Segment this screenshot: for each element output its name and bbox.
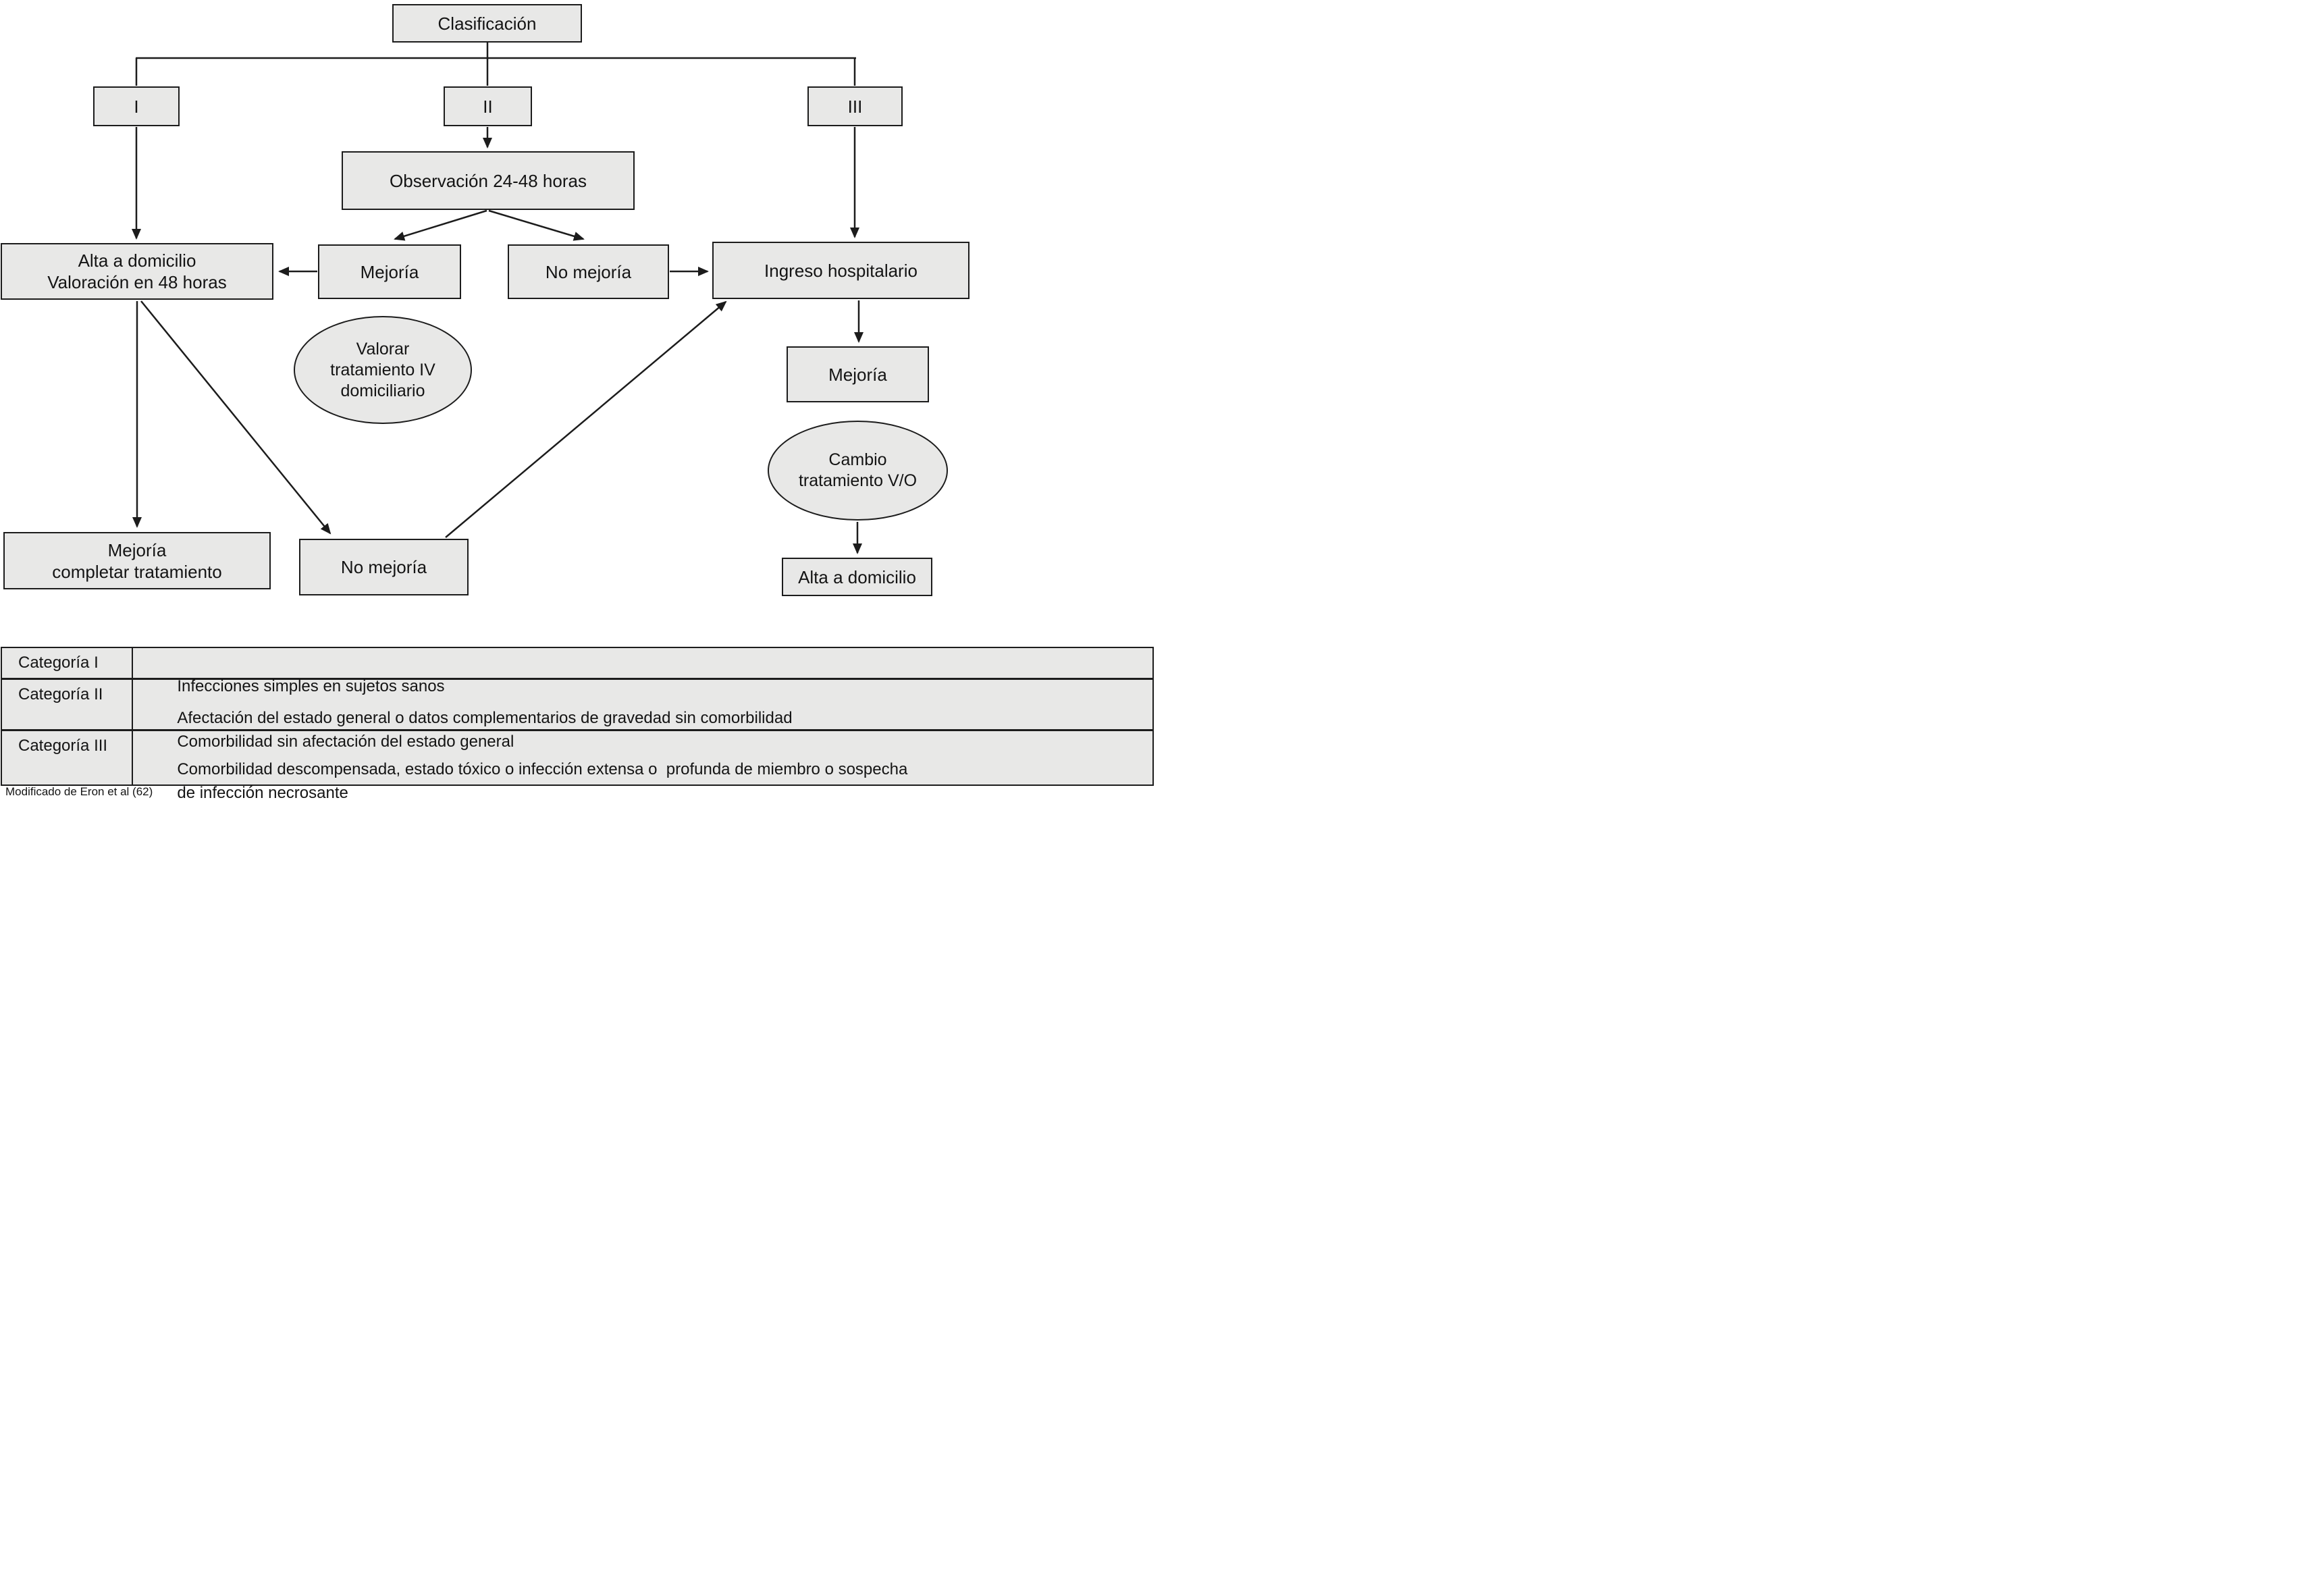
table-row-categoria-iii: Categoría III Comorbilidad descompensada… [2,729,1152,798]
node-label-line3: domiciliario [340,381,425,400]
category-table: Categoría I Infecciones simples en sujet… [1,647,1154,798]
node-label-line2: tratamiento V/O [798,471,918,490]
node-label: Observación 24-48 horas [390,170,587,191]
node-label-line2: tratamiento IV [330,360,435,379]
node-ingreso-hospitalario: Ingreso hospitalario [712,242,969,299]
description-line: Comorbilidad descompensada, estado tóxic… [177,760,908,778]
eron-classification-flowchart: Clasificación I II III Observación 24-48… [0,0,1156,798]
node-category-iii: III [807,86,903,126]
source-credit: Modificado de Eron et al (62) [5,785,153,798]
description-line: Afectación del estado general o datos co… [177,709,793,727]
node-label: Mejoría [360,261,419,282]
node-label: Ingreso hospitalario [764,260,918,281]
arrow-no-mejoria-bottom-to-ingreso [445,300,727,538]
node-mejoria-ingreso: Mejoría [787,346,929,402]
node-cambio-tratamiento-vo: Cambio tratamiento V/O [768,421,948,521]
description-line: de infección necrosante [177,784,348,798]
node-label: Clasificación [437,13,537,34]
arrow-observacion-to-mejoria [394,209,487,241]
description-line: Comorbilidad sin afectación del estado g… [177,733,514,751]
node-valorar-tratamiento-iv: Valorar tratamiento IV domiciliario [294,316,472,424]
node-label: Mejoría [828,364,887,385]
node-label-line2: completar tratamiento [52,561,222,582]
node-alta-domicilio-final: Alta a domicilio [782,558,932,596]
description-cell: Infecciones simples en sujetos sanos [133,648,1152,695]
connector-layer [132,43,864,554]
node-label: III [847,96,863,117]
node-clasificacion: Clasificación [392,4,582,43]
description-cell: Comorbilidad descompensada, estado tóxic… [133,731,1152,798]
node-label-line1: Valorar [356,339,410,358]
node-alta-domicilio-valoracion: Alta a domicilio Valoración en 48 horas [1,243,273,300]
node-label-line2: Valoración en 48 horas [47,272,227,292]
node-no-mejoria-final: No mejoría [299,539,469,595]
description-line: Infecciones simples en sujetos sanos [177,677,445,695]
node-label-line1: Mejoría [107,539,167,560]
node-label: II [483,96,493,117]
table-row-categoria-ii: Categoría II Afectación del estado gener… [2,678,1152,751]
node-category-ii: II [444,86,532,126]
node-label: No mejoría [340,557,427,577]
category-cell: Categoría III [2,731,133,784]
node-label-line1: Alta a domicilio [78,250,196,271]
node-no-mejoria-observacion: No mejoría [508,244,669,299]
node-category-i: I [93,86,180,126]
arrow-observacion-to-no-mejoria [488,209,585,241]
category-cell: Categoría I [2,648,133,678]
node-label: I [134,96,139,117]
arrow-alta-to-no-mejoria-bottom [140,300,331,535]
description-cell: Afectación del estado general o datos co… [133,680,1152,751]
node-mejoria-observacion: Mejoría [318,244,461,299]
node-label-line1: Cambio [828,450,887,469]
table-row-categoria-i: Categoría I Infecciones simples en sujet… [2,648,1152,695]
node-mejoria-completar-tratamiento: Mejoría completar tratamiento [3,532,271,589]
node-label: No mejoría [545,261,632,282]
category-cell: Categoría II [2,680,133,729]
node-label: Alta a domicilio [798,566,916,587]
node-observacion-24-48-horas: Observación 24-48 horas [342,151,635,210]
